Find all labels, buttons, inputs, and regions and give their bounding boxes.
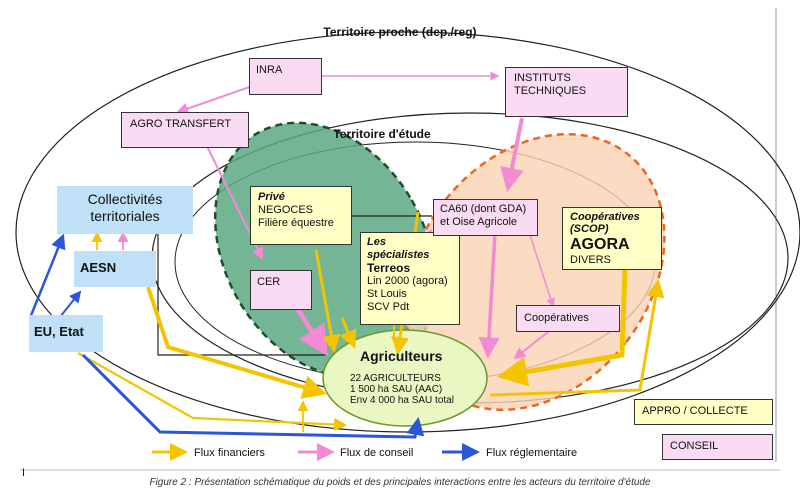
connector-collectivites <box>157 212 326 356</box>
specialistes-title-2: spécialistes <box>367 249 430 261</box>
cer-box: CER <box>250 270 312 310</box>
ca60-box: CA60 (dont GDA) et Oise Agricole <box>433 199 538 236</box>
specialistes-line-3: SCV Pdt <box>367 301 410 313</box>
legend-conseil-box: CONSEIL <box>662 434 773 460</box>
cooperatives-scop-box: Coopératives (SCOP) AGORA DIVERS <box>562 207 662 270</box>
ca60-line-1: CA60 (dont GDA) <box>440 203 527 215</box>
legend-financier-label: Flux financiers <box>194 447 265 459</box>
prive-line-2: Filière équestre <box>258 217 334 229</box>
collectivites-line-2: territoriales <box>90 208 160 224</box>
cooperatives-label: Coopératives <box>524 312 589 324</box>
specialistes-line-2: St Louis <box>367 288 407 300</box>
legend-reglementaire-label: Flux réglementaire <box>486 447 577 459</box>
scop-title-1: Coopératives <box>570 211 640 223</box>
aesn-label: AESN <box>80 260 117 275</box>
scop-title-2: (SCOP) <box>570 223 609 235</box>
figure-caption: Figure 2 : Présentation schématique du p… <box>149 477 651 488</box>
collectivites-line-1: Collectivités <box>87 191 163 207</box>
ca60-line-2: et Oise Agricole <box>440 216 518 228</box>
inra-box: INRA <box>249 58 322 95</box>
legend-conseil-label: Flux de conseil <box>340 447 413 459</box>
scop-sub: DIVERS <box>570 254 611 266</box>
agriculteurs-block: Agriculteurs 22 AGRICULTEURS 1 500 ha SA… <box>346 348 476 412</box>
legend-appro-collecte-box: APPRO / COLLECTE <box>634 399 773 425</box>
agro-transfert-label: AGRO TRANSFERT <box>130 118 232 130</box>
cursor-mark: I <box>22 467 25 479</box>
territoire-proche-label: Territoire proche (dep./reg) <box>323 25 476 39</box>
instituts-line-1: INSTITUTS <box>514 72 571 84</box>
inra-label: INRA <box>256 64 283 76</box>
prive-line-1: NEGOCES <box>258 204 314 216</box>
specialistes-line-1: Lin 2000 (agora) <box>367 275 448 287</box>
agriculteurs-title: Agriculteurs <box>360 348 443 364</box>
cer-label: CER <box>257 276 281 288</box>
cooperatives-box: Coopératives <box>516 305 620 332</box>
prive-title: Privé <box>258 191 285 203</box>
specialistes-name: Terreos <box>367 261 411 275</box>
eu-etat-label: EU, Etat <box>34 324 84 339</box>
agro-transfert-box: AGRO TRANSFERT <box>121 112 249 148</box>
agriculteurs-line-2: 1 500 ha SAU (AAC) <box>350 384 443 395</box>
scop-name: AGORA <box>570 236 630 253</box>
legend-conseil-box-label: CONSEIL <box>670 440 719 452</box>
eu-etat-box: EU, Etat <box>29 315 103 352</box>
specialistes-title-1: Les <box>367 236 386 248</box>
instituts-line-2: TECHNIQUES <box>514 85 587 97</box>
agriculteurs-line-3: Env 4 000 ha SAU total <box>350 395 454 406</box>
legend-appro-collecte-label: APPRO / COLLECTE <box>642 405 748 417</box>
prive-box: Privé NEGOCES Filière équestre <box>250 186 352 245</box>
territoire-etude-label: Territoire d'étude <box>333 127 431 141</box>
instituts-techniques-box: INSTITUTS TECHNIQUES <box>505 67 628 117</box>
aesn-box: AESN <box>74 251 156 287</box>
specialistes-box: Les spécialistes Terreos Lin 2000 (agora… <box>360 232 460 325</box>
collectivites-box: Collectivités territoriales <box>57 186 193 234</box>
agriculteurs-line-1: 22 AGRICULTEURS <box>350 373 441 384</box>
